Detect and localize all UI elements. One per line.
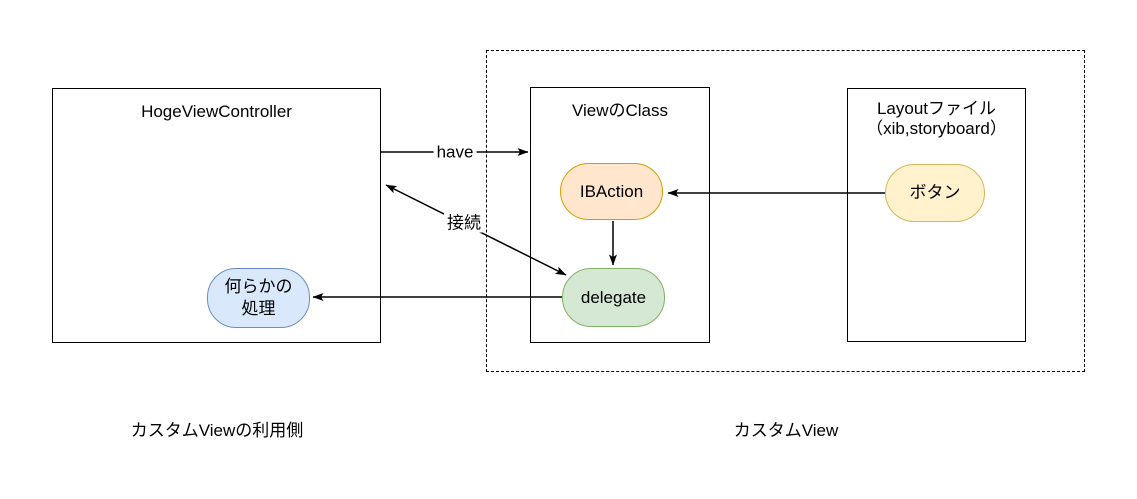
layout-file-title-line2: （xib,storyboard） xyxy=(866,119,1007,138)
hoge-view-controller-title: HogeViewController xyxy=(141,102,292,121)
node-ibaction: IBAction xyxy=(560,163,663,220)
node-some-processing-label-line2: 処理 xyxy=(241,299,276,318)
node-delegate-label: delegate xyxy=(580,287,647,307)
edge-label-have: have xyxy=(433,142,477,162)
node-some-processing-label-line1: 何らかの xyxy=(224,277,293,296)
node-delegate: delegate xyxy=(562,268,665,327)
edge-label-setsuzoku: 接続 xyxy=(444,213,484,233)
node-button-label: ボタン xyxy=(909,183,961,202)
view-class-title: ViewのClass xyxy=(571,101,669,120)
layout-file-title-line1: Layoutファイル xyxy=(876,99,997,118)
node-some-processing: 何らかの 処理 xyxy=(207,268,310,328)
node-ibaction-label: IBAction xyxy=(579,181,644,201)
node-button: ボタン xyxy=(885,164,985,222)
caption-custom-view-user-side: カスタムViewの利用側 xyxy=(130,421,304,440)
caption-custom-view: カスタムView xyxy=(733,421,839,440)
